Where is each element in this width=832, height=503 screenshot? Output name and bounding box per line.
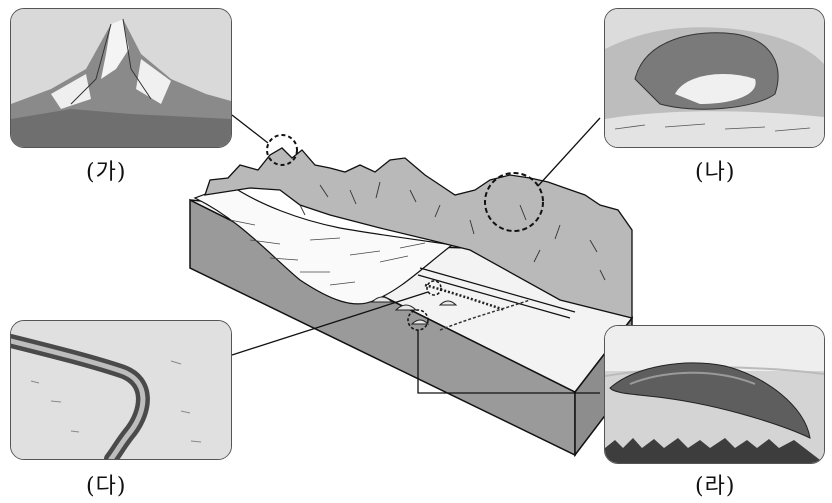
label-na: (나) bbox=[695, 154, 735, 186]
matterhorn-horn-peak-icon bbox=[11, 9, 231, 147]
panel-ra-drumlin bbox=[604, 325, 825, 464]
drumlin-icon bbox=[605, 326, 824, 463]
esker-ridge-icon bbox=[11, 321, 231, 459]
label-ga: (가) bbox=[86, 154, 126, 186]
leader-line-ga bbox=[232, 115, 268, 143]
panel-na-cirque bbox=[604, 8, 825, 148]
cirque-icon bbox=[605, 9, 824, 147]
label-da: (다) bbox=[86, 468, 126, 500]
panel-da-esker bbox=[10, 320, 232, 460]
panel-ga-horn bbox=[10, 8, 232, 148]
leader-line-na bbox=[538, 118, 600, 186]
label-ra: (라) bbox=[695, 468, 735, 500]
